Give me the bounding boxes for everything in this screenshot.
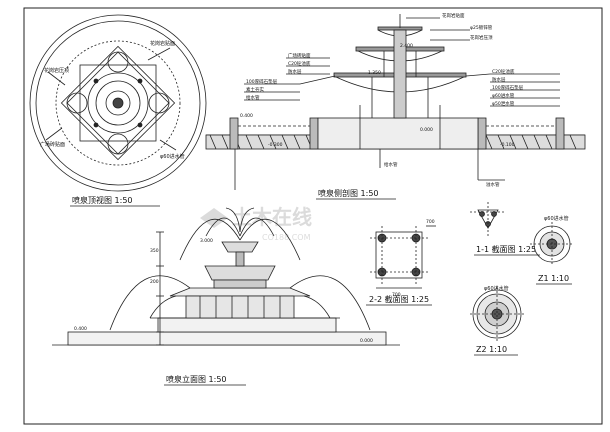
sec-note-r1: C20砼池底 — [492, 68, 515, 75]
elevation-view — [52, 207, 400, 346]
sec11-title: 1-1 截面图 1:25 — [476, 244, 536, 254]
z2-title: Z2 1:10 — [476, 345, 507, 354]
watermark-sub: CO188.COM — [262, 233, 311, 242]
sec-note-l4: 100厚碎石垫层 — [246, 78, 278, 85]
detail-z1 — [530, 222, 574, 266]
elevation-title: 喷泉立面图 1:50 — [166, 374, 227, 384]
sec22-note: 700 — [426, 219, 435, 225]
sec-level-4: 1.350 — [368, 70, 381, 76]
elev-dim-1: 350 — [150, 248, 159, 254]
sec-note-l3: 防水层 — [288, 68, 302, 75]
sec-level-1: 0.400 — [240, 113, 253, 119]
sec-note-l1: 广场砖贴面 — [288, 52, 311, 59]
section-1-1 — [470, 202, 506, 236]
section-view — [205, 14, 586, 190]
watermark: 土木在线 CO188.COM — [200, 205, 312, 242]
sec-pipe-note: 给水管 — [384, 161, 398, 168]
sec-level-3: 0.000 — [420, 127, 433, 133]
elev-level-1: 0.400 — [74, 326, 87, 332]
plan-title: 喷泉顶视图 1:50 — [72, 195, 133, 205]
sheet-border — [23, 7, 603, 425]
plan-note-3: φ60进水管 — [160, 153, 185, 160]
sec-note-r5: φ50泄水管 — [492, 100, 515, 107]
sec-note-r4: φ60进水管 — [492, 92, 515, 99]
sec-note-l2: C20砼池底 — [288, 60, 311, 67]
sec-note-r3: 100厚碎石垫层 — [492, 84, 524, 91]
sec-pipe-note2: 溢水管 — [486, 181, 500, 188]
section-title: 喷泉侧剖图 1:50 — [318, 188, 379, 198]
detail-z2 — [470, 287, 524, 341]
elev-level-3: 3.000 — [200, 238, 213, 244]
sec-note-l6: 给水管 — [246, 94, 260, 101]
sec-note-top2: φ25镀锌管 — [470, 24, 493, 31]
plan-note-4: 花岗岩贴面 — [150, 40, 175, 47]
z2-dim: φ60进水管 — [484, 285, 509, 292]
section-2-2 — [370, 225, 436, 289]
plan-view — [29, 14, 207, 192]
elev-level-2: 0.000 — [360, 338, 373, 344]
plan-note-2: 广场砖贴面 — [40, 141, 65, 148]
sec22-title: 2-2 截面图 1:25 — [369, 294, 429, 304]
sec-level-5: 2.400 — [400, 43, 413, 49]
plan-note-1: 花岗岩压顶 — [44, 67, 69, 74]
sec-note-r2: 防水层 — [492, 76, 506, 83]
watermark-text: 土木在线 — [232, 205, 312, 229]
sec-level-6: -0.100 — [500, 142, 515, 148]
sec-note-top: 花岗岩贴面 — [442, 12, 465, 19]
sec-level-2: -0.300 — [268, 142, 283, 148]
z1-dim: φ60进水管 — [544, 215, 569, 222]
sec22-dim: 700 — [392, 292, 401, 298]
z1-title: Z1 1:10 — [538, 274, 569, 283]
sec-note-l5: 素土夯实 — [246, 86, 264, 93]
sec-note-top3: 花岗岩压顶 — [470, 34, 493, 41]
elev-dim-2: 200 — [150, 279, 159, 285]
